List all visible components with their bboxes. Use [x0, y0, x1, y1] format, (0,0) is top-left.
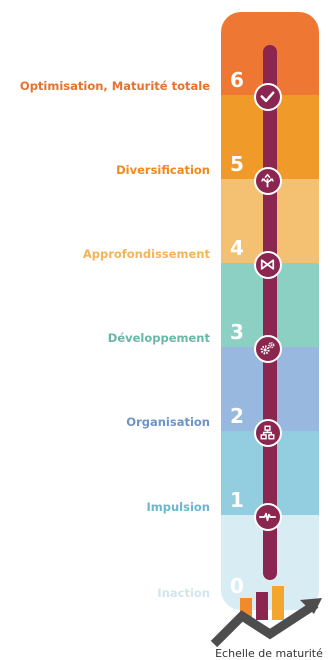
trend-arrow-icon: [210, 600, 319, 648]
pulse-icon: [258, 512, 277, 522]
bar-chart-icon: [210, 586, 322, 648]
level-label-2: Organisation: [126, 415, 210, 429]
level-label-6: Optimisation, Maturité totale: [19, 79, 210, 93]
node-level-3: [254, 335, 282, 363]
node-level-4: [254, 251, 282, 279]
bowtie-icon: [260, 259, 275, 270]
level-number-2: 2: [230, 404, 244, 428]
node-level-1: [254, 503, 282, 531]
diagram-caption: Echelle de maturité: [215, 647, 323, 660]
node-level-6: [254, 83, 282, 111]
org-chart-icon: [260, 425, 275, 440]
level-number-3: 3: [230, 320, 244, 344]
level-number-5: 5: [230, 152, 244, 176]
level-label-0: Inaction: [157, 586, 210, 600]
level-number-1: 1: [230, 488, 244, 512]
level-number-0: 0: [230, 574, 244, 598]
arrow-head: [300, 598, 322, 614]
level-number-4: 4: [230, 236, 244, 260]
level-number-6: 6: [230, 68, 244, 92]
level-label-4: Approfondissement: [82, 247, 210, 261]
level-label-3: Développement: [107, 331, 210, 345]
bar-medium: [256, 592, 268, 620]
node-level-2: [254, 419, 282, 447]
node-level-5: [254, 167, 282, 195]
check-icon: [260, 91, 275, 103]
maturity-spine: [263, 45, 277, 580]
gears-icon: [260, 341, 275, 355]
level-label-1: Impulsion: [146, 500, 211, 514]
bar-tall: [272, 586, 284, 620]
diverge-arrows-icon: [261, 173, 274, 188]
level-label-5: Diversification: [116, 163, 210, 177]
